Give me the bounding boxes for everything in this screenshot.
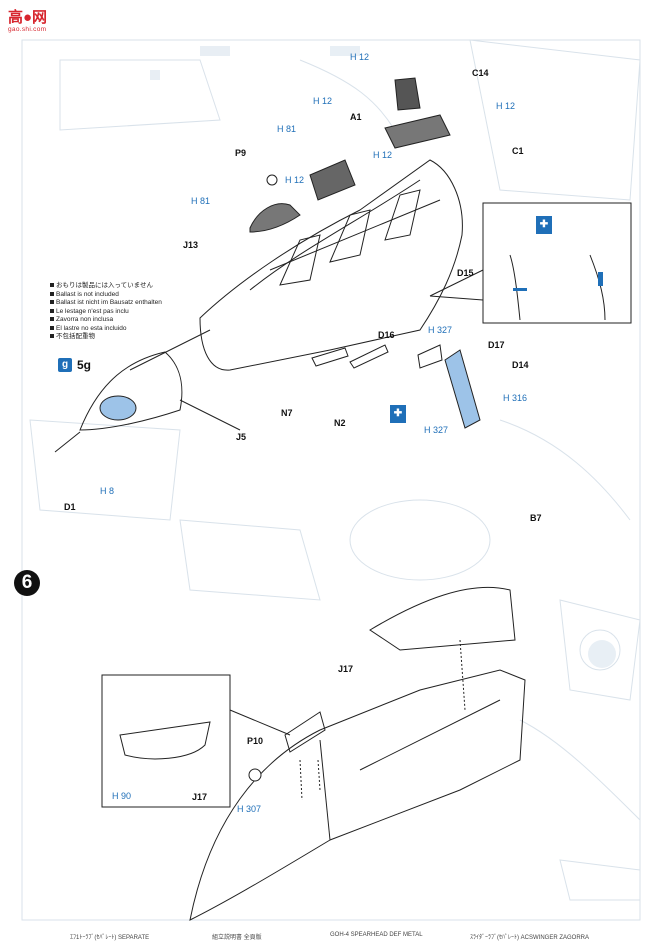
paint-ref-h12-cockpit: H 12 (373, 150, 393, 160)
part-label-d15: D15 (457, 268, 474, 278)
part-label-d1: D1 (64, 502, 76, 512)
paint-ref-h327-d16: H 327 (428, 325, 453, 335)
paint-ref-h8-d1: H 8 (100, 486, 115, 496)
part-label-d17: D17 (488, 340, 505, 350)
part-label-d14: D14 (512, 360, 529, 370)
paint-ref-h81-j13: H 81 (191, 196, 211, 206)
paint-ref-h12-a1: H 12 (313, 96, 333, 106)
paint-ref-h12-c1: H 12 (496, 101, 516, 111)
paint-ref-h307-p10: H 307 (237, 804, 262, 814)
part-label-j17-inset: J17 (192, 792, 208, 802)
ballast-note: Zavorra non inclusa (50, 316, 210, 325)
ballast-note: Ballast ist nicht im Bausatz enthalten (50, 299, 210, 308)
watermark-main: 高●网 (8, 9, 48, 26)
ballast-note: Le lestage n'est pas inclu (50, 308, 210, 317)
paint-ref-h81-a1: H 81 (277, 124, 297, 134)
part-label-p10: P10 (247, 736, 264, 746)
part-label-n2: N2 (334, 418, 346, 428)
part-label-b7: B7 (530, 513, 542, 523)
ballast-notes: おもりは製品には入っていません Ballast is not included … (50, 282, 210, 342)
paint-ref-h316-d14: H 316 (503, 393, 528, 403)
weight-value: 5g (77, 358, 92, 372)
part-label-j13: J13 (183, 240, 199, 250)
detail-view-icon-lower: ✚ (390, 405, 406, 423)
footer-center-left: 組立説明書 全頁版 (212, 935, 262, 941)
part-label-n7: N7 (281, 408, 293, 418)
part-label-p9: P9 (235, 148, 247, 158)
page-footer: ｴﾌ1ﾄｰﾗﾌﾞ(ｾﾊﾟﾚｰﾄ) SEPARATE 組立説明書 全頁版 GOH-… (0, 930, 661, 942)
step-number: 6 (14, 570, 40, 596)
part-label-c1: C1 (512, 146, 524, 156)
paint-ref-h327-d14: H 327 (424, 425, 449, 435)
detail-view-icon-upper: ✚ (536, 216, 552, 234)
weight-icon: g (58, 358, 72, 372)
part-label-d16: D16 (378, 330, 395, 340)
part-label-j5: J5 (236, 432, 247, 442)
ballast-note: 不包括配重物 (50, 333, 210, 342)
site-watermark: 高●网 gao.shi.com (6, 6, 64, 36)
footer-left: ｴﾌ1ﾄｰﾗﾌﾞ(ｾﾊﾟﾚｰﾄ) SEPARATE (70, 935, 150, 941)
footer-center: GOH-4 SPEARHEAD DEF METAL (330, 932, 423, 938)
part-label-a1: A1 (350, 112, 362, 122)
ballast-note: Ballast is not included (50, 291, 210, 300)
part-label-j17-upper: J17 (338, 664, 354, 674)
paint-ref-h90-inset: H 90 (112, 791, 132, 801)
ballast-note: おもりは製品には入っていません (50, 282, 210, 291)
paint-ref-h12-j13: H 12 (285, 175, 305, 185)
ballast-note: El lastre no esta incluido (50, 325, 210, 334)
paint-ref-h12-c14: H 12 (350, 52, 370, 62)
watermark-sub: gao.shi.com (8, 26, 47, 33)
part-label-c14: C14 (472, 68, 489, 78)
footer-right: ｽﾗｲﾀﾞｰﾗﾌﾞ(ｾﾊﾟﾚｰﾄ) ACSWINGER ZAGORRA (470, 935, 590, 941)
